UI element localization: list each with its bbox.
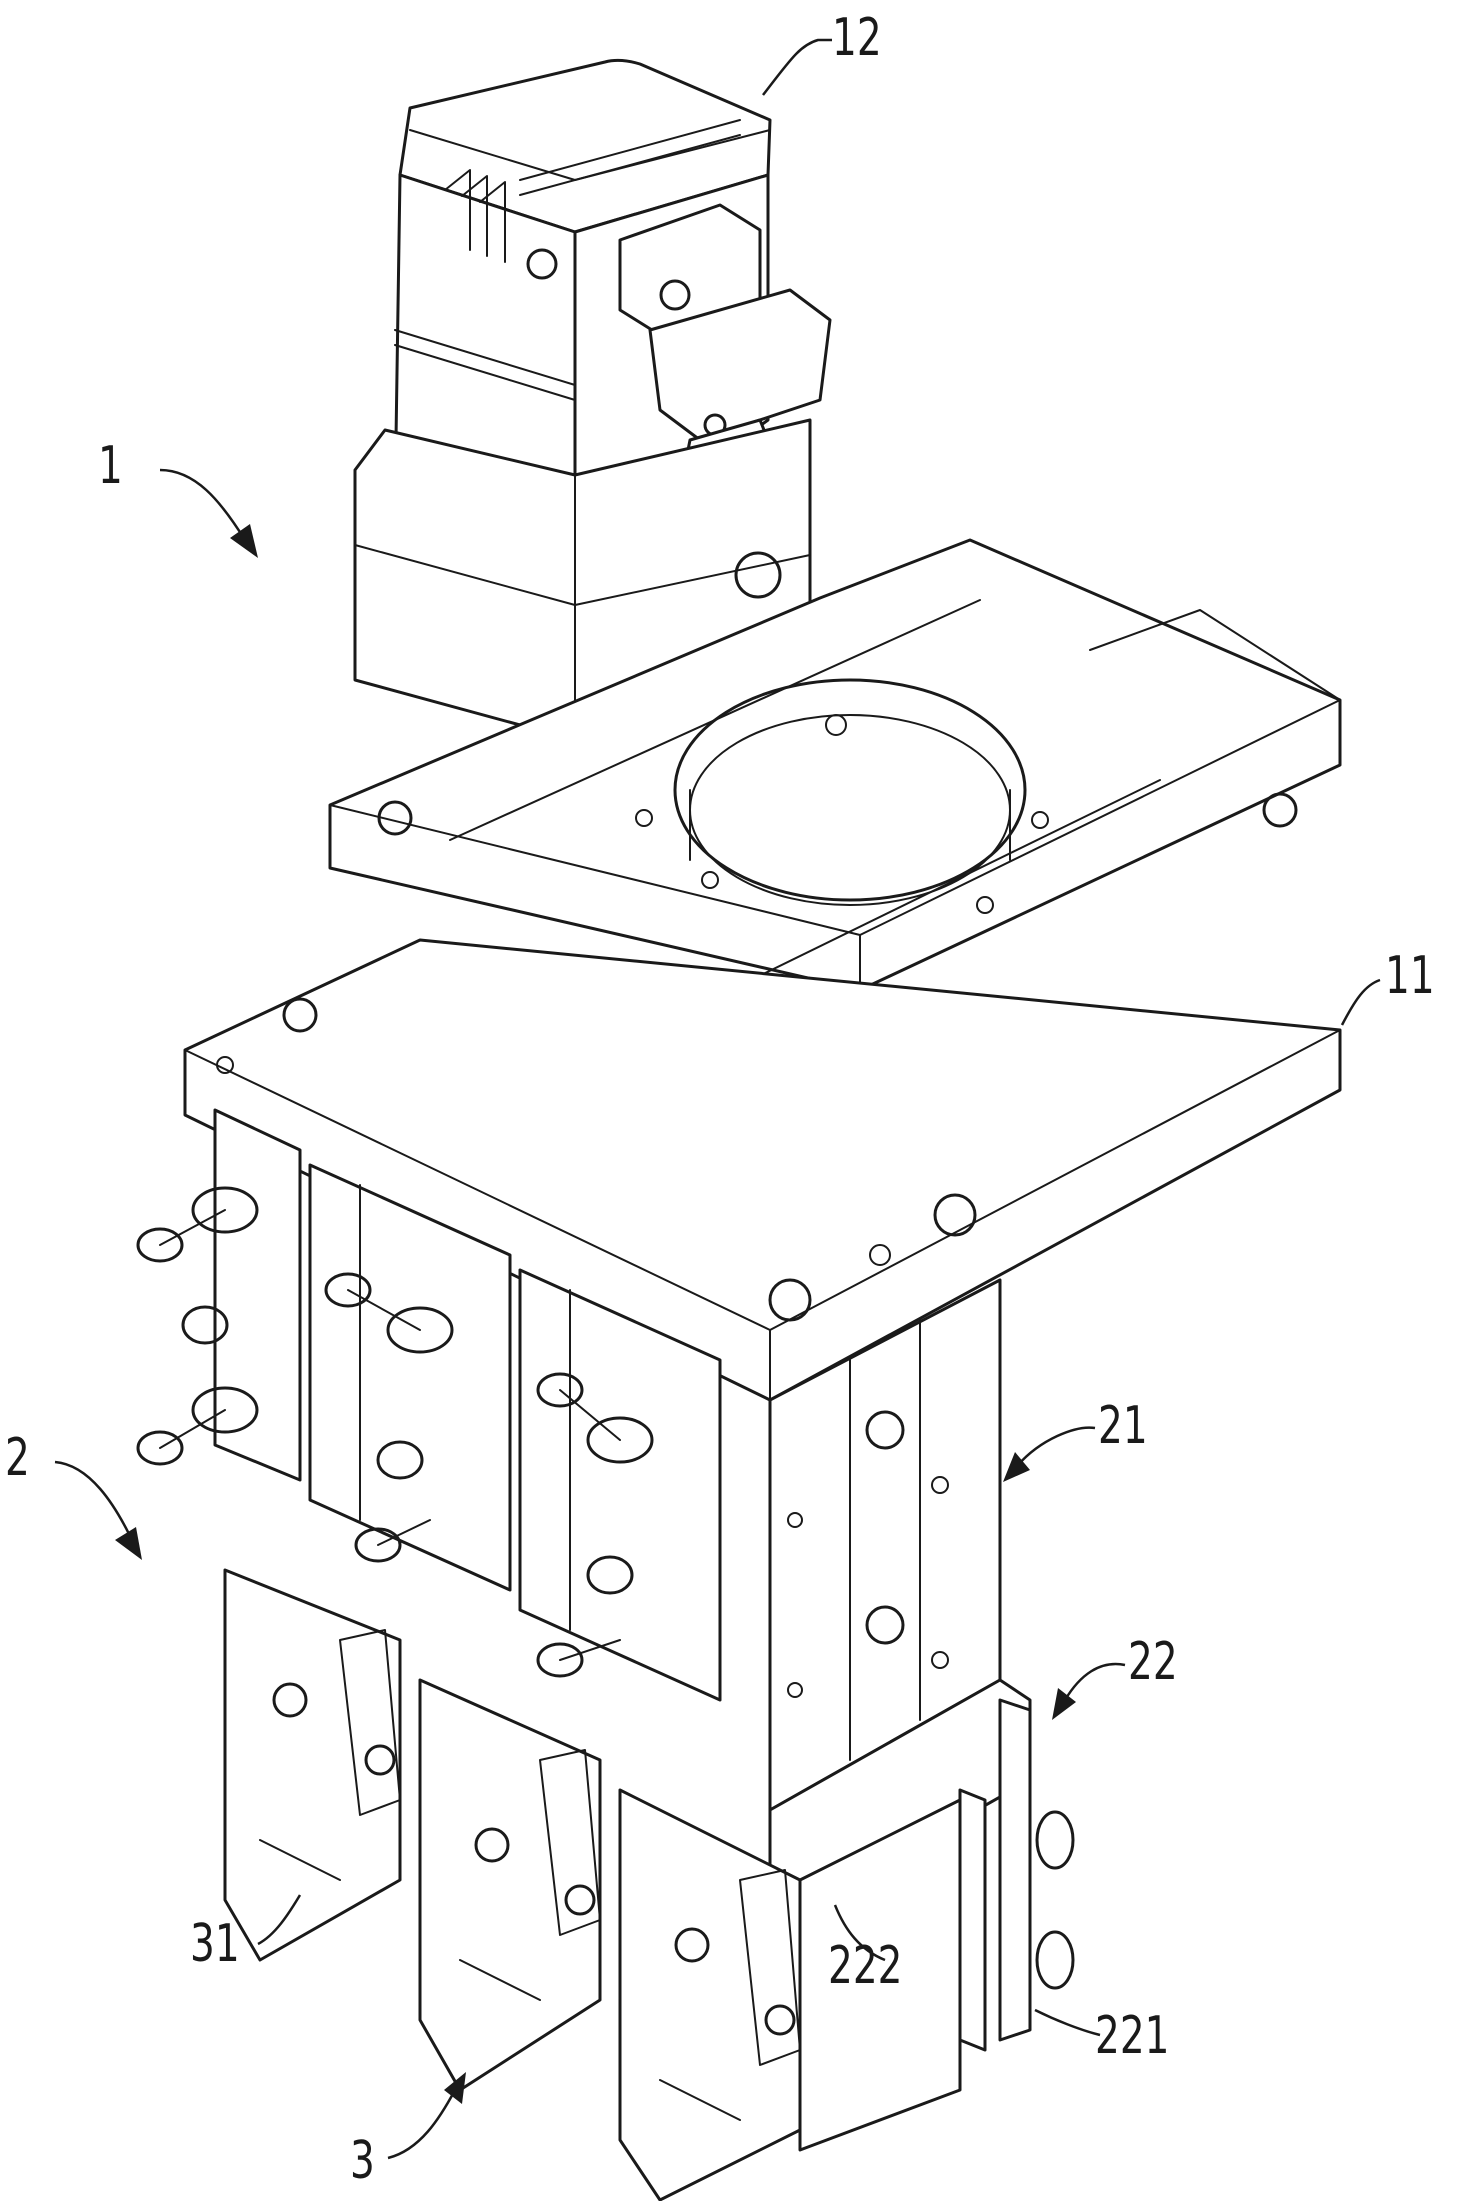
label-11: 11: [1385, 946, 1435, 1006]
gripper-units: [223, 1568, 962, 2201]
valve-bank: [136, 1108, 722, 1702]
leader-lines: [54, 38, 1381, 2160]
clamp-frame: [768, 1678, 1075, 2052]
label-1: 1: [98, 436, 123, 496]
label-22: 22: [1128, 1632, 1178, 1692]
label-3: 3: [350, 2131, 375, 2191]
label-31: 31: [190, 1914, 240, 1974]
label-221: 221: [1095, 2006, 1170, 2066]
label-222: 222: [828, 1936, 903, 1996]
label-21: 21: [1098, 1396, 1148, 1456]
base-plate: [183, 938, 1342, 1402]
label-12: 12: [832, 8, 882, 68]
label-2: 2: [5, 1428, 30, 1488]
upper-mounting-plate: [328, 538, 1342, 1073]
